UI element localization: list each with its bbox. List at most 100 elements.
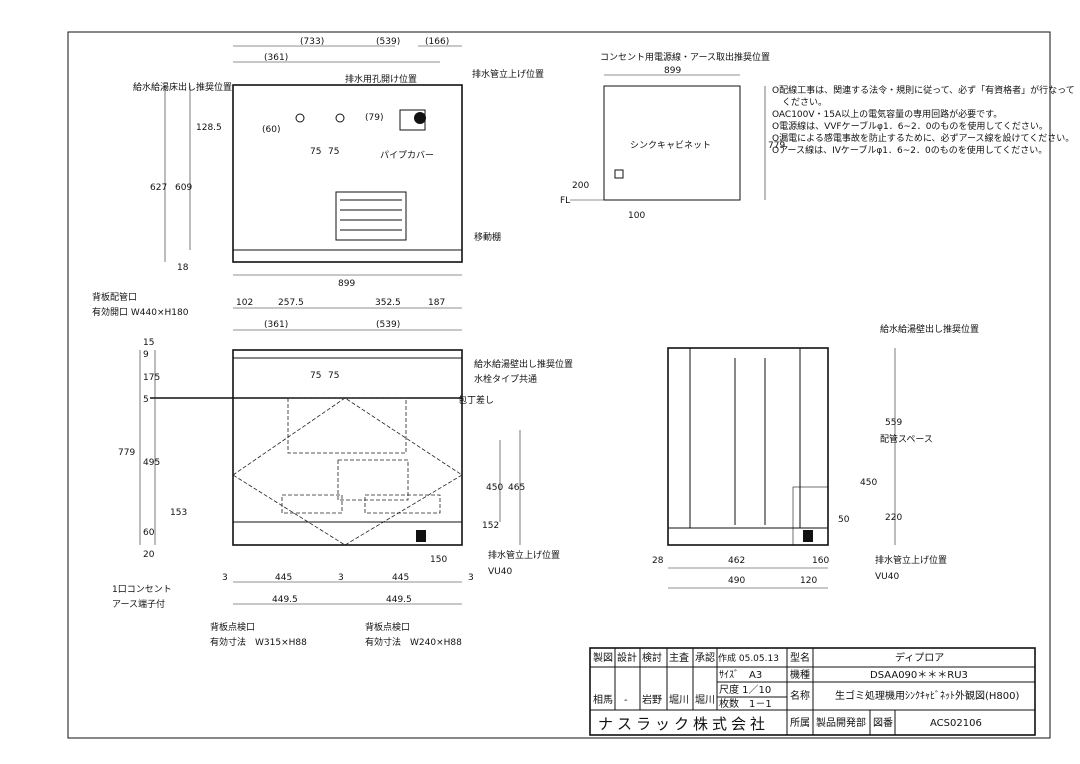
dim: 75 [310,371,321,381]
label-inspection-2: 背板点検口 [365,621,410,633]
side-view: 給水給湯壁出し推奨位置 559 配管スペース 450 220 50 28 462… [652,323,979,589]
note: Oアース線は、IVケーブルφ1．6~2．0のものを使用してください。 [772,144,1047,156]
label-earth: アース端子付 [112,598,165,610]
dim: 449.5 [272,595,298,605]
note: O電源線は、VVFケーブルφ1．6~2．0のものを使用してください。 [772,120,1048,132]
dim: 3 [468,573,474,583]
label-pipe-cover: パイプカバー [380,150,434,161]
sliding-shelf [335,191,407,241]
label-drain: 排水管立上げ位置 [875,554,947,566]
label-outlet: 1口コンセント [112,584,172,595]
signer: 堀川 [695,694,715,706]
dim-60: (60) [262,125,280,135]
signer: - [624,695,628,706]
dim: 160 [812,556,829,566]
label: 所属 [790,717,810,729]
dim-779: 779 [768,141,785,151]
label-back-pipe-size: 有効開口 W440×H180 [92,306,189,318]
outlet-title: コンセント用電源線・アース取出推奨位置 [600,51,770,63]
dim: 445 [392,573,409,583]
dim-75b: 75 [328,147,339,157]
cabinet-label: シンクキャビネット [630,140,711,151]
note: ください。 [782,97,827,108]
dim-79: (79) [365,113,383,123]
label-pipe-space: 配管スペース [880,433,933,445]
label: 名称 [790,689,810,702]
label: 型名 [790,651,810,664]
label-vu40: VU40 [488,567,512,577]
dim: 495 [143,458,160,468]
dim: 102 [236,298,253,308]
dim: 220 [885,513,902,523]
dim-166: (166) [425,37,449,47]
model: DSAA090＊＊＊RU3 [870,670,968,681]
label-drain: 排水管立上げ位置 [488,549,560,561]
label-inspection-1: 背板点検口 [210,621,255,633]
notes: O配線工事は、関連する法令・規則に従って、必ず「有資格者」が行なって ください。… [772,84,1075,156]
sheets: 枚数 1－1 [719,697,772,710]
label-drain-hole: 排水用孔開け位置 [345,73,417,85]
label-drain-riser: 排水管立上げ位置 [472,68,544,80]
dim: 450 [860,478,877,488]
label-faucet: 水栓タイプ共通 [474,373,537,385]
dim-627: 627 [150,183,167,193]
dim: 120 [800,576,817,586]
title-block: 製図 設計 検討 主査 承認 相馬 - 岩野 堀川 堀川 作成 05.05.13… [589,647,1036,736]
label-sliding-shelf: 移動棚 [474,231,501,243]
note: OAC100V・15A以上の電気容量の専用回路が必要です。 [772,108,1002,120]
front-view: 背板配管口 有効開口 W440×H180 102 257.5 352.5 187… [92,291,573,648]
dim-75a: 75 [310,147,321,157]
label: 機種 [790,668,810,681]
drawing-number: ACS02106 [930,718,982,729]
fl-label: FL [560,196,570,206]
paper-size: ｻｲｽﾞ A3 [719,669,762,681]
dim: 60 [143,528,155,538]
dim: 559 [885,418,902,428]
dim: 175 [143,373,160,383]
dim: 450 [486,483,503,493]
dim: 445 [275,573,292,583]
created-date: 作成 05.05.13 [718,652,779,664]
dim: 779 [118,448,135,458]
drawing-name: 生ゴミ処理機用ｼﾝｸｷｬﾋﾞﾈｯﾄ外観図(H800) [835,689,1020,702]
dim: 3 [338,573,344,583]
dim-18: 18 [177,263,189,273]
dim-539: (539) [376,37,400,47]
label-inspection-1-size: 有効寸法 W315×H88 [210,636,307,648]
dim-128-5: 128.5 [196,123,222,133]
note: O漏電による感電事故を防止するために、必ずアース線を設けてください。 [772,132,1074,144]
header: 承認 [695,651,715,664]
dim: 152 [482,521,499,531]
signer: 相馬 [593,693,613,706]
header: 検討 [642,651,662,664]
drawing-border [67,31,1051,739]
dim: 150 [430,555,447,565]
dim: (539) [376,320,400,330]
signer: 岩野 [642,693,662,706]
dim-100: 100 [628,211,645,221]
dim: 3 [222,573,228,583]
dim: 20 [143,550,155,560]
dim: 9 [143,350,149,360]
dim: 465 [508,483,525,493]
dim: 449.5 [386,595,412,605]
dim-733: (733) [300,37,324,47]
label: 図番 [873,717,893,729]
scale: 尺度 1／10 [719,683,771,696]
dim-899: 899 [664,66,681,76]
top-view: (733) (539) (166) (361) 128.5 (60) (79) … [133,37,544,289]
dim: 153 [170,508,187,518]
company: ナスラック株式会社 [598,715,769,733]
dim-361: (361) [264,53,288,63]
header: 製図 [593,651,613,664]
header: 主査 [669,651,689,664]
department: 製品開発部 [816,716,866,729]
model-name: ディプロア [895,651,944,664]
label-inspection-2-size: 有効寸法 W240×H88 [365,636,462,648]
dim: (361) [264,320,288,330]
label-floor-supply: 給水給湯床出し推奨位置 [133,81,232,93]
dim: 5 [143,395,149,405]
label-wall-supply: 給水給湯壁出し推奨位置 [880,323,979,335]
label-wall-supply: 給水給湯壁出し推奨位置 [474,358,573,370]
